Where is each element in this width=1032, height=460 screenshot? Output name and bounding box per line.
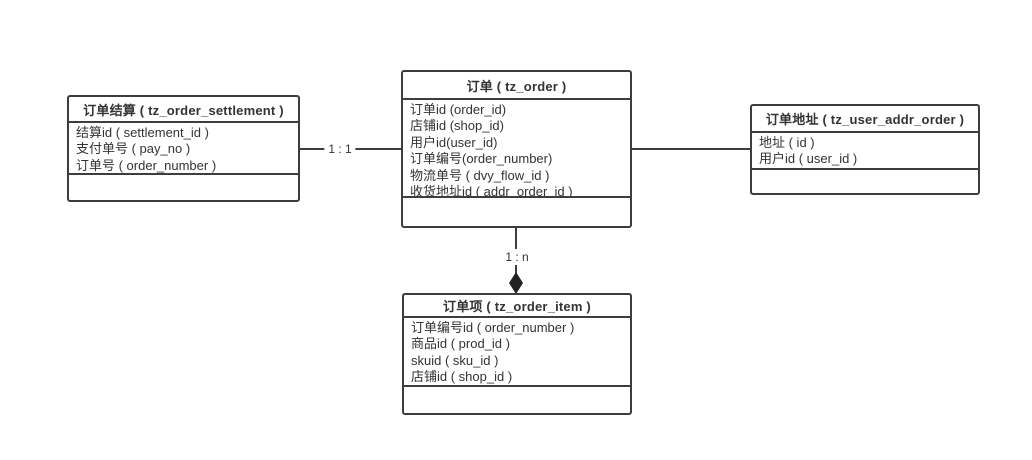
- cardinality-label-1-n: 1 : n: [501, 249, 533, 265]
- entity-order-item-footer: [404, 387, 630, 413]
- entity-field: skuid ( sku_id ): [411, 352, 499, 368]
- entity-order-item-title: 订单项 ( tz_order_item ): [404, 295, 630, 318]
- entity-order-settlement-title: 订单结算 ( tz_order_settlement ): [69, 97, 298, 123]
- entity-user-addr-order-footer: [752, 170, 978, 193]
- entity-order-footer: [403, 198, 630, 226]
- composition-diamond-icon: [509, 272, 523, 294]
- entity-field: 订单编号id ( order_number ): [411, 320, 575, 335]
- entity-field: 支付单号 ( pay_no ): [76, 141, 191, 157]
- entity-field: 店铺id ( shop_id ): [411, 369, 513, 385]
- entity-field: 店铺id (shop_id): [410, 118, 504, 134]
- entity-order-settlement-fields: 结算id ( settlement_id ) 支付单号 ( pay_no ) 订…: [69, 123, 298, 175]
- entity-field: 地址 ( id ): [759, 135, 815, 150]
- entity-field: 用户id(user_id): [410, 134, 498, 150]
- entity-field: 物流单号 ( dvy_flow_id ): [410, 167, 550, 183]
- entity-field: 订单号 ( order_number ): [76, 157, 217, 173]
- entity-order-item-fields: 订单编号id ( order_number ) 商品id ( prod_id )…: [404, 318, 630, 387]
- entity-field: 商品id ( prod_id ): [411, 336, 510, 352]
- cardinality-label-1-1: 1 : 1: [324, 141, 356, 157]
- entity-order[interactable]: 订单 ( tz_order ) 订单id (order_id) 店铺id (sh…: [401, 70, 632, 228]
- entity-order-fields: 订单id (order_id) 店铺id (shop_id) 用户id(user…: [403, 100, 630, 198]
- entity-order-item[interactable]: 订单项 ( tz_order_item ) 订单编号id ( order_num…: [402, 293, 632, 415]
- entity-field: 收货地址id ( addr_order_id ): [410, 184, 573, 198]
- connector-order-useraddr[interactable]: [632, 148, 750, 150]
- entity-order-settlement[interactable]: 订单结算 ( tz_order_settlement ) 结算id ( sett…: [67, 95, 300, 202]
- entity-user-addr-order[interactable]: 订单地址 ( tz_user_addr_order ) 地址 ( id ) 用户…: [750, 104, 980, 195]
- entity-user-addr-order-title: 订单地址 ( tz_user_addr_order ): [752, 106, 978, 133]
- entity-field: 订单id (order_id): [410, 102, 507, 117]
- entity-user-addr-order-fields: 地址 ( id ) 用户id ( user_id ): [752, 133, 978, 170]
- entity-field: 结算id ( settlement_id ): [76, 125, 209, 140]
- entity-field: 用户id ( user_id ): [759, 151, 858, 167]
- entity-field: 订单编号(order_number): [410, 151, 553, 167]
- entity-order-settlement-footer: [69, 175, 298, 200]
- entity-order-title: 订单 ( tz_order ): [403, 72, 630, 100]
